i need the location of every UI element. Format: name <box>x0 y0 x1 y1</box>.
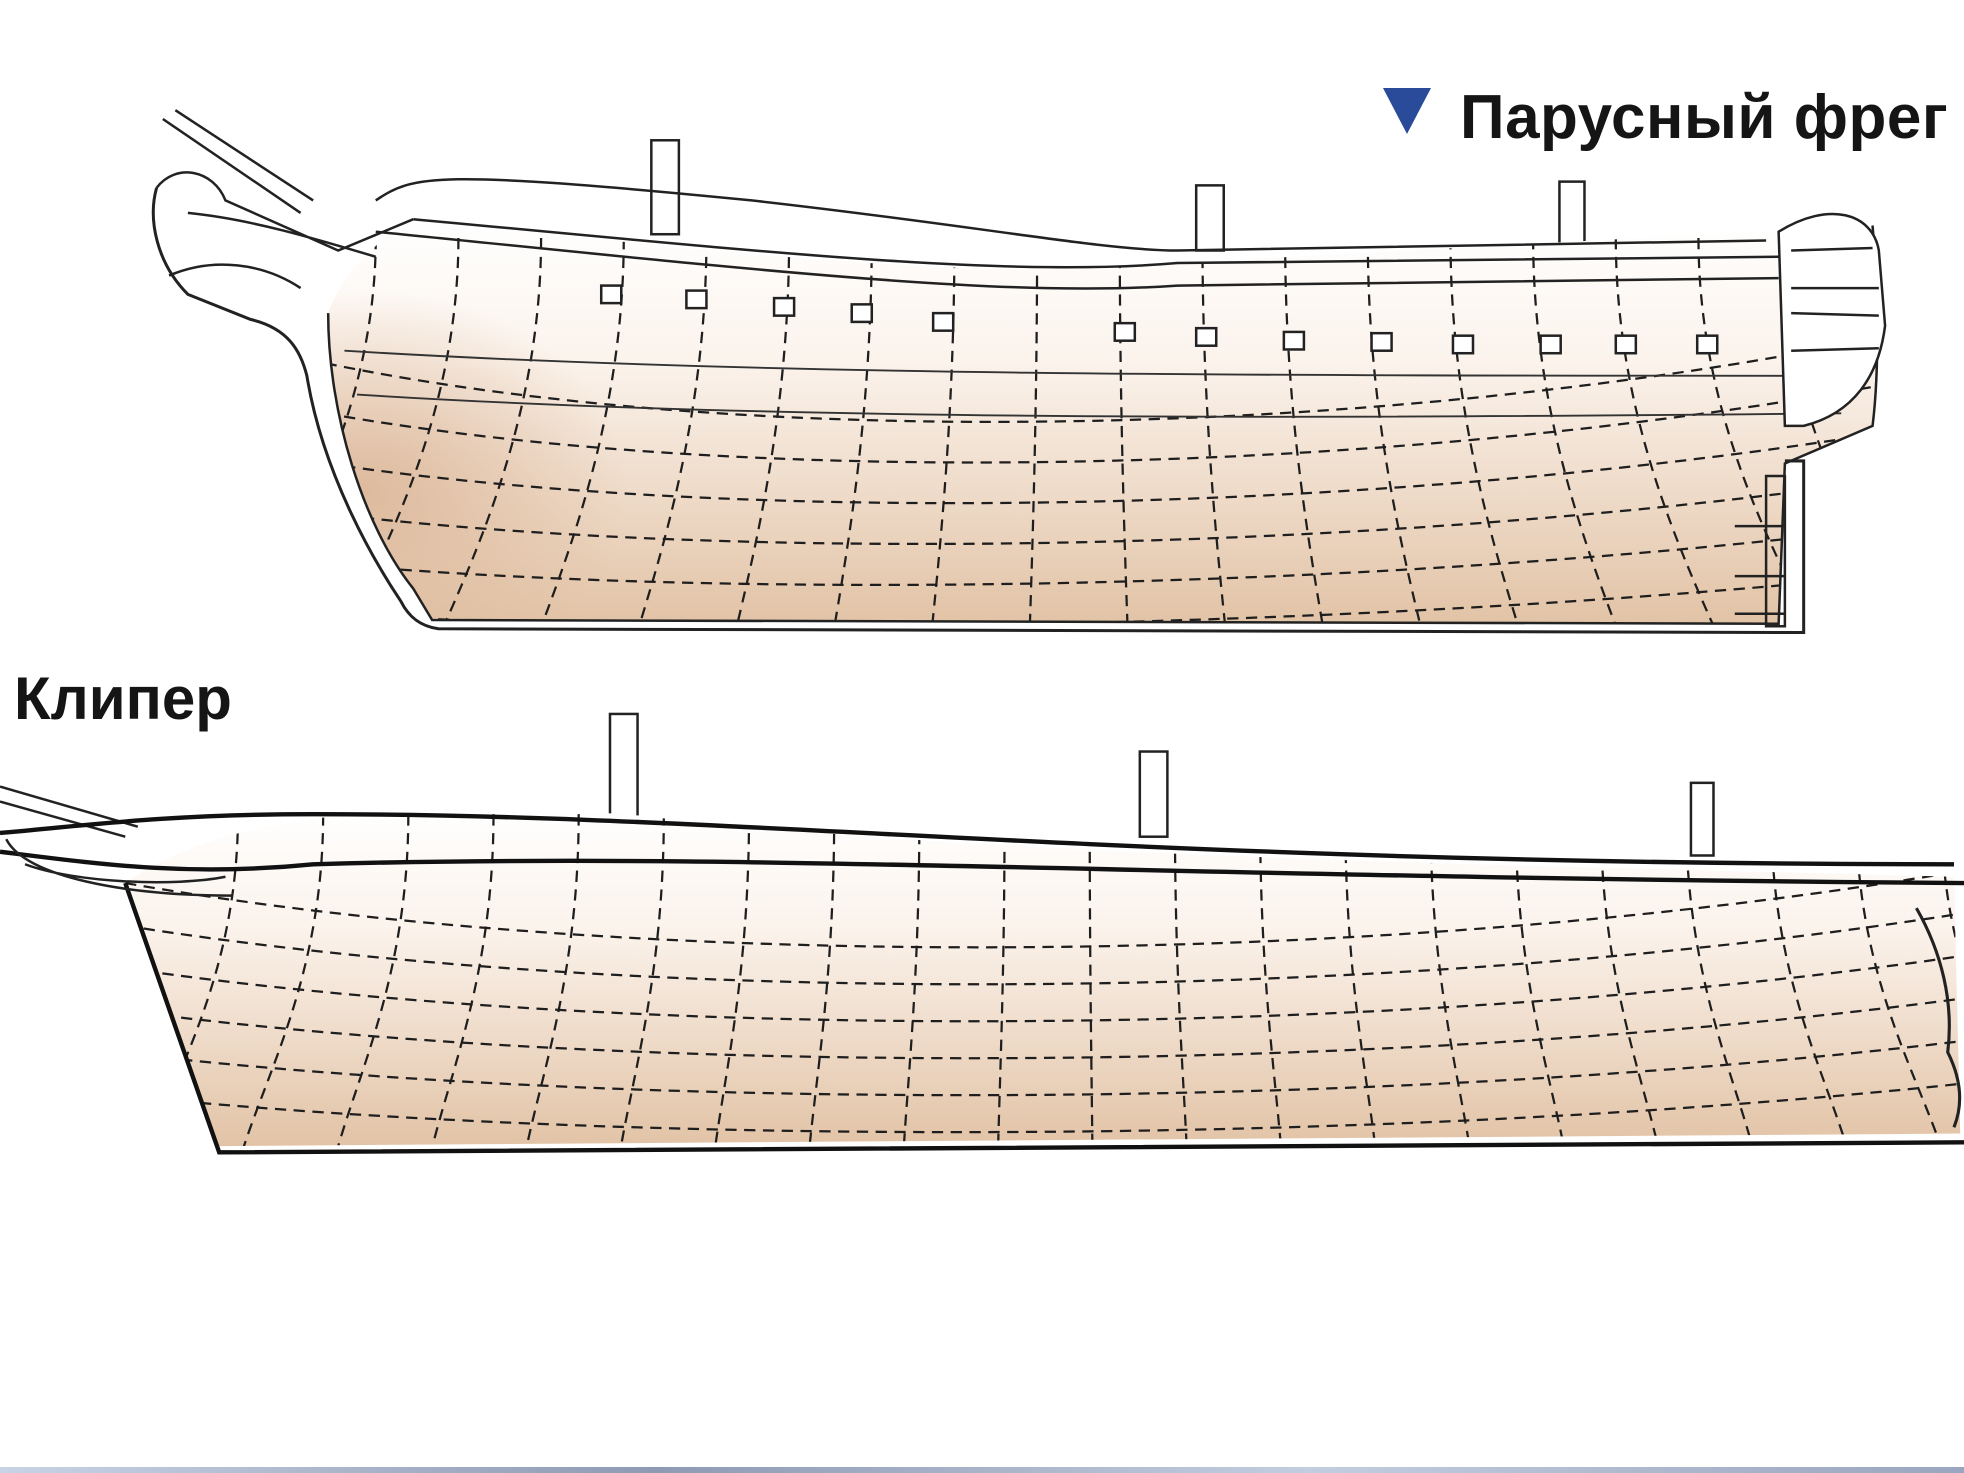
waterline <box>125 869 1961 949</box>
frigate-rudder <box>1734 474 1787 628</box>
gunport <box>1539 334 1562 355</box>
gunport <box>1370 331 1393 352</box>
waterline <box>328 575 1878 624</box>
frame-line <box>535 237 625 624</box>
frame-line <box>1118 237 1130 624</box>
gunport <box>1194 326 1218 347</box>
waterline <box>328 527 1878 587</box>
frame-line <box>1769 814 1852 1147</box>
frame-line <box>523 814 580 1147</box>
frame-line <box>1684 814 1757 1147</box>
frame-line <box>831 237 873 624</box>
waterline <box>125 911 1961 986</box>
frame-line <box>732 237 791 624</box>
triangle-marker-icon <box>1383 88 1431 134</box>
waterline <box>328 432 1878 505</box>
clipper-masts <box>608 712 1715 857</box>
frame-line <box>239 814 325 1147</box>
frigate-wale <box>344 349 1854 418</box>
frigate-gunports <box>599 284 1719 355</box>
frame-line <box>1514 814 1568 1147</box>
frame-line <box>807 814 836 1147</box>
gunport <box>1695 334 1719 355</box>
clipper-drawing <box>0 712 1964 1155</box>
frame-line <box>333 814 410 1147</box>
clipper-bowsprit <box>0 785 139 838</box>
gunport <box>1113 321 1137 342</box>
gunport <box>685 289 708 310</box>
waterline <box>328 479 1878 546</box>
frame-line <box>901 814 921 1147</box>
frame-line <box>1173 814 1189 1147</box>
frigate-stem-and-keel <box>151 187 1806 635</box>
frame-line <box>1028 237 1039 624</box>
clipper-hull-outline <box>0 811 1964 1155</box>
frigate-label: Парусный фрег <box>1460 83 1949 152</box>
frame-line <box>617 814 665 1147</box>
clipper-label: Клипер <box>14 665 232 732</box>
frame-line <box>634 237 708 624</box>
frame-line <box>996 814 1006 1147</box>
gunport <box>1451 334 1475 355</box>
gunport <box>1282 330 1306 351</box>
waterline <box>125 1082 1961 1134</box>
frame-line <box>929 237 956 624</box>
frigate-deck-rail <box>375 177 1779 290</box>
frame-line <box>1531 237 1622 624</box>
clipper-foremast <box>608 712 639 822</box>
clipper-frame-lines <box>125 814 1961 1147</box>
frame-line <box>1366 237 1425 624</box>
waterline <box>328 337 1878 424</box>
frigate-bow-shading <box>328 250 840 624</box>
frigate-drawing <box>151 109 1887 635</box>
frigate-mizzenmast <box>1558 180 1586 246</box>
gunport <box>599 284 623 305</box>
clipper-stern <box>1915 907 1962 1128</box>
clipper-hull-fill <box>125 809 1961 1147</box>
frame-line <box>1201 237 1228 624</box>
gunport <box>931 311 955 332</box>
frame-line <box>712 814 751 1147</box>
frigate-masts <box>650 139 1586 252</box>
clipper-figurehead <box>5 838 232 897</box>
gunport <box>850 303 874 324</box>
clipper-mizzenmast <box>1689 781 1715 857</box>
gunport <box>1614 334 1638 355</box>
frigate-beakhead <box>155 171 414 290</box>
waterline <box>328 384 1878 464</box>
frame-line <box>1855 814 1947 1147</box>
frigate-bowsprit <box>162 109 314 214</box>
gunport <box>772 296 796 317</box>
frame-line <box>1258 814 1284 1147</box>
clipper-mainmast <box>1138 750 1169 838</box>
page-edge <box>0 1467 1964 1473</box>
frigate-stern-gallery <box>1777 212 1887 428</box>
waterline <box>125 1039 1961 1097</box>
frigate-mainmast <box>1194 184 1225 252</box>
frame-line <box>1449 237 1524 624</box>
frame-line <box>1599 814 1662 1147</box>
frame-line <box>1088 814 1094 1147</box>
frigate-foremast <box>650 139 681 236</box>
frame-line <box>1283 237 1327 624</box>
waterline <box>125 997 1961 1060</box>
frigate-frame-lines <box>328 237 1878 624</box>
frame-line <box>428 814 495 1147</box>
waterline <box>125 954 1961 1023</box>
